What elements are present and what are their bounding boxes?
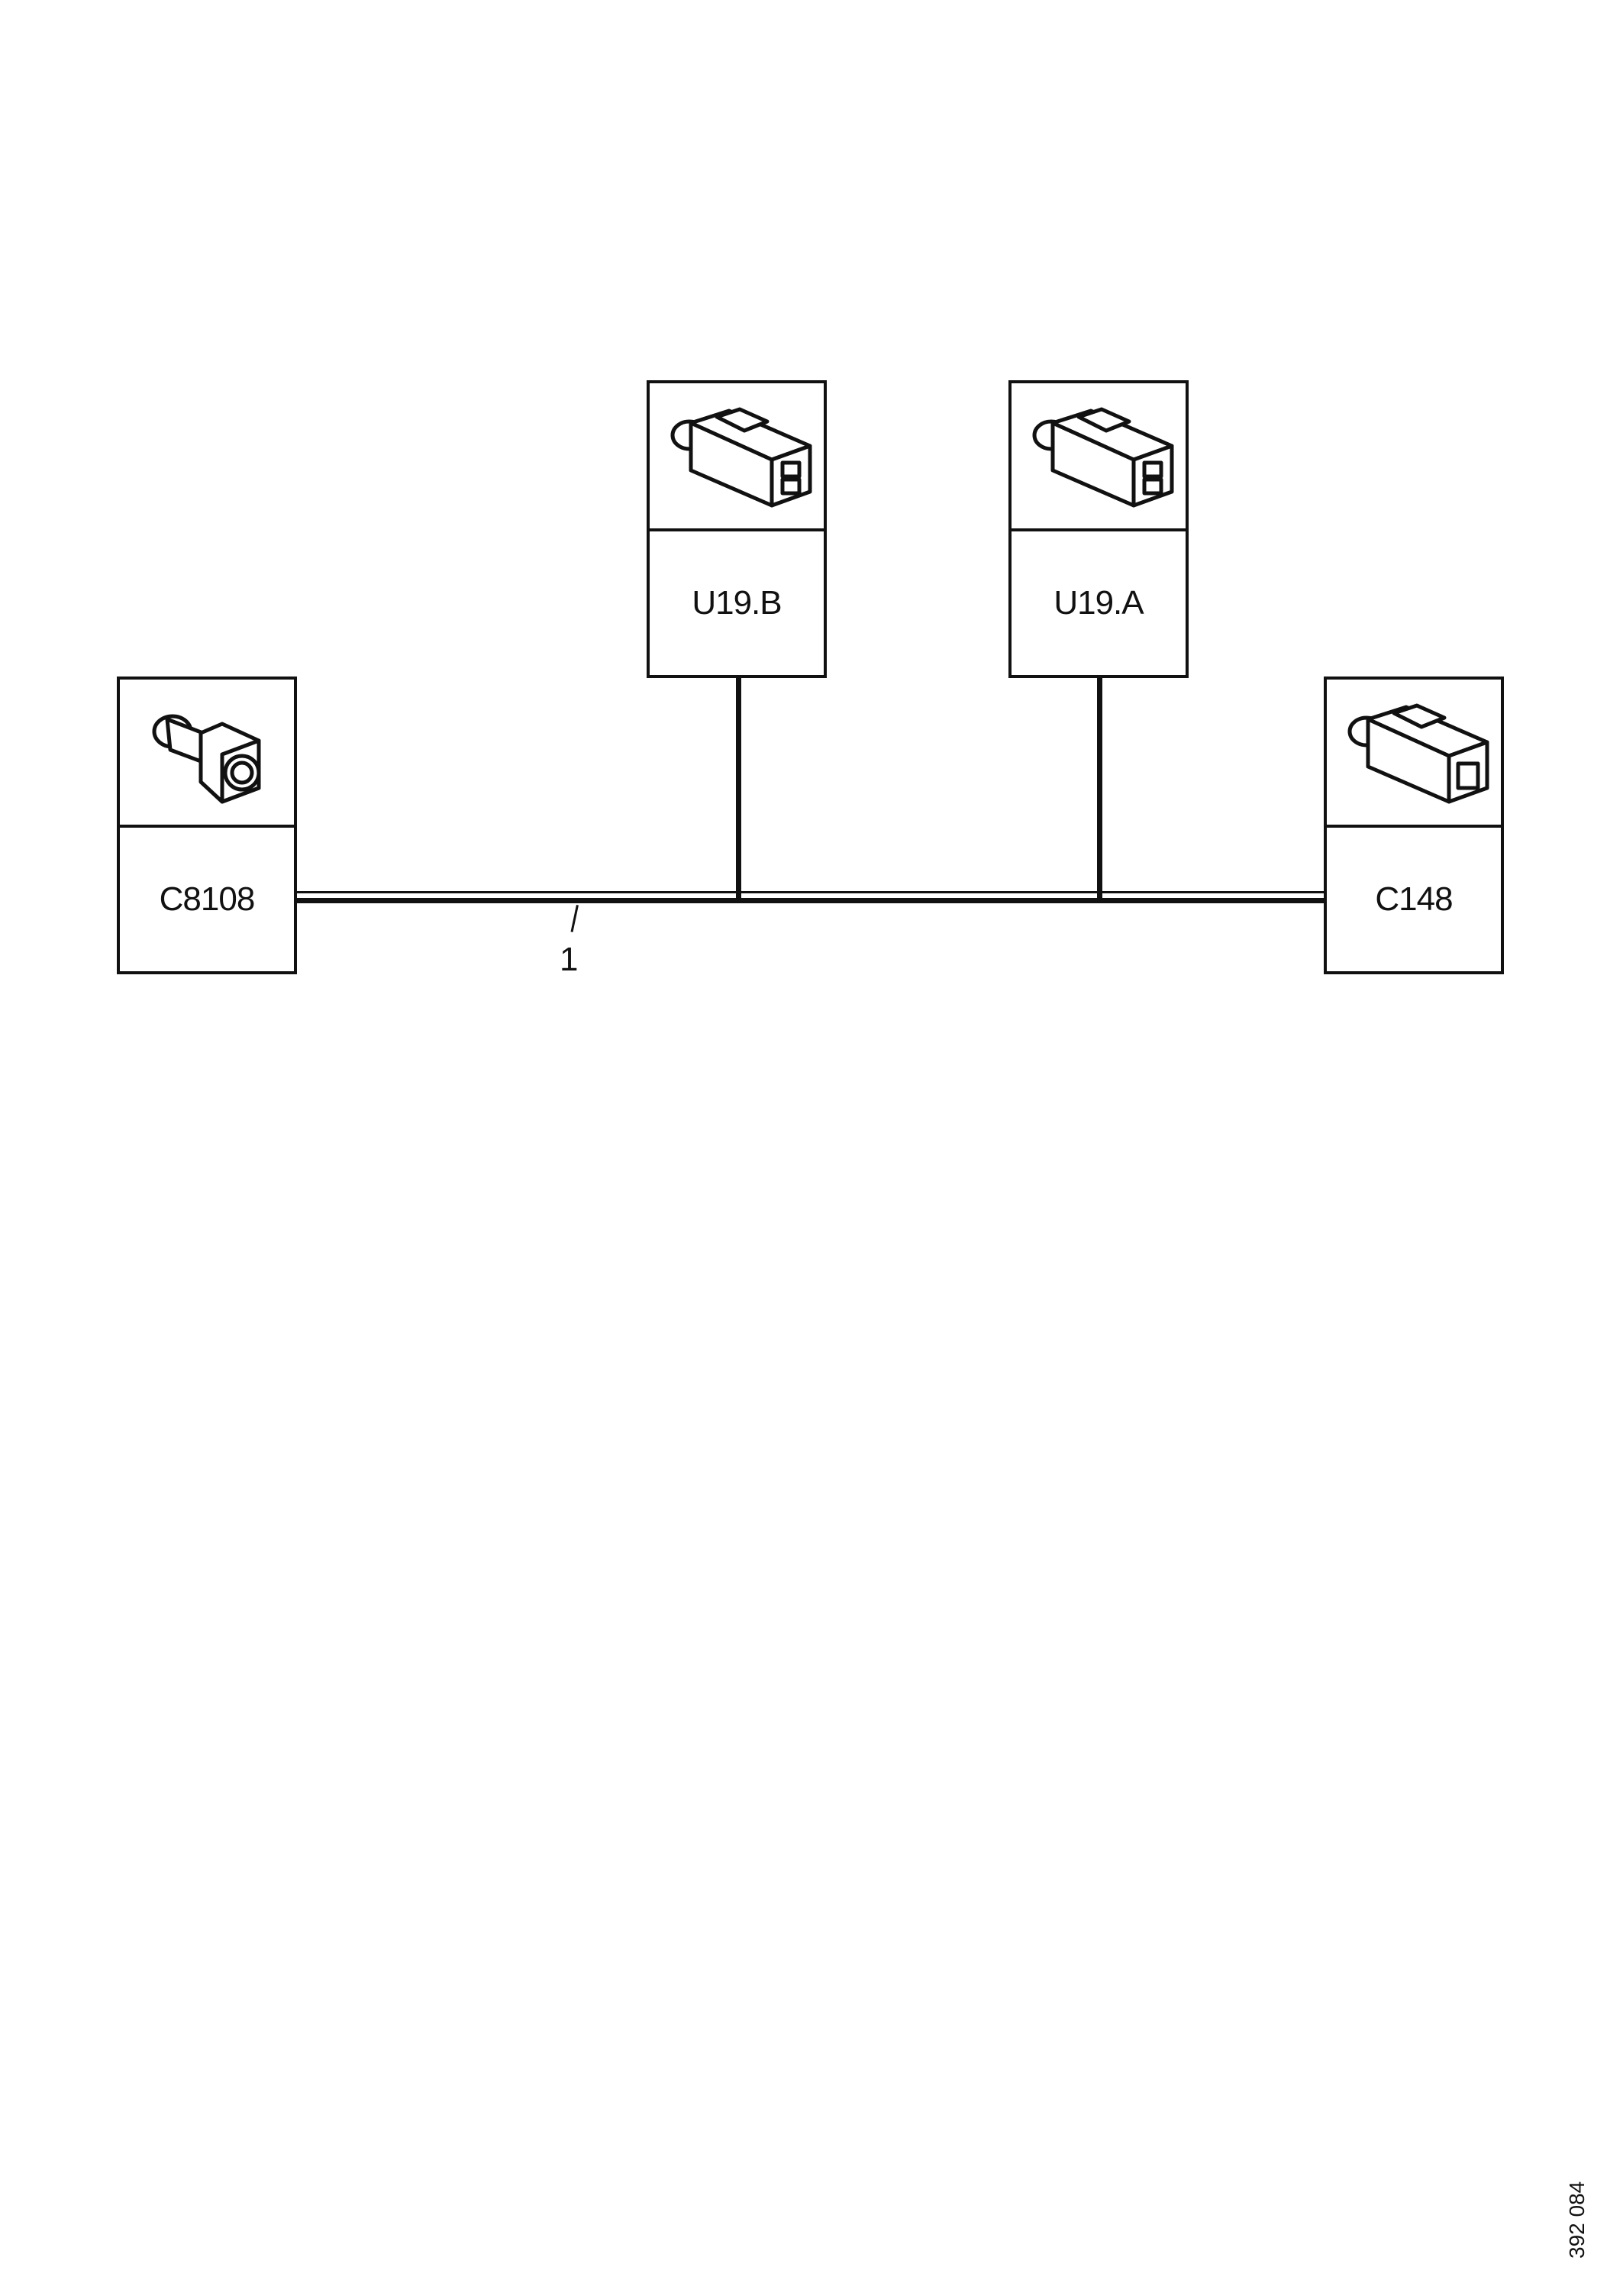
two-pin-connector-icon — [670, 407, 812, 508]
figure-reference: 392 084 — [1565, 2181, 1589, 2259]
connector-label: U19.B — [692, 584, 782, 622]
connector-label: C148 — [1375, 880, 1453, 918]
connector-c148: C148 — [1324, 677, 1504, 974]
connector-picture — [120, 680, 294, 828]
harness-trunk-line — [297, 898, 1324, 903]
connector-picture — [1327, 680, 1501, 828]
harness-trunk-upper-line — [297, 891, 1324, 893]
single-pin-connector-icon — [1347, 703, 1489, 804]
connector-c8108: C8108 — [117, 677, 297, 974]
round-socket-connector-icon — [152, 714, 261, 804]
connector-picture — [650, 383, 824, 531]
connector-u19a: U19.A — [1008, 380, 1189, 678]
harness-branch-u19a — [1097, 678, 1102, 899]
connector-picture — [1012, 383, 1186, 531]
harness-branch-u19b — [736, 678, 741, 899]
connector-u19b: U19.B — [647, 380, 827, 678]
two-pin-connector-icon — [1032, 407, 1174, 508]
connector-label: U19.A — [1053, 584, 1144, 622]
connector-label: C8108 — [159, 880, 256, 918]
wire-number-label: 1 — [560, 941, 579, 978]
wire-callout-leader — [570, 905, 579, 932]
